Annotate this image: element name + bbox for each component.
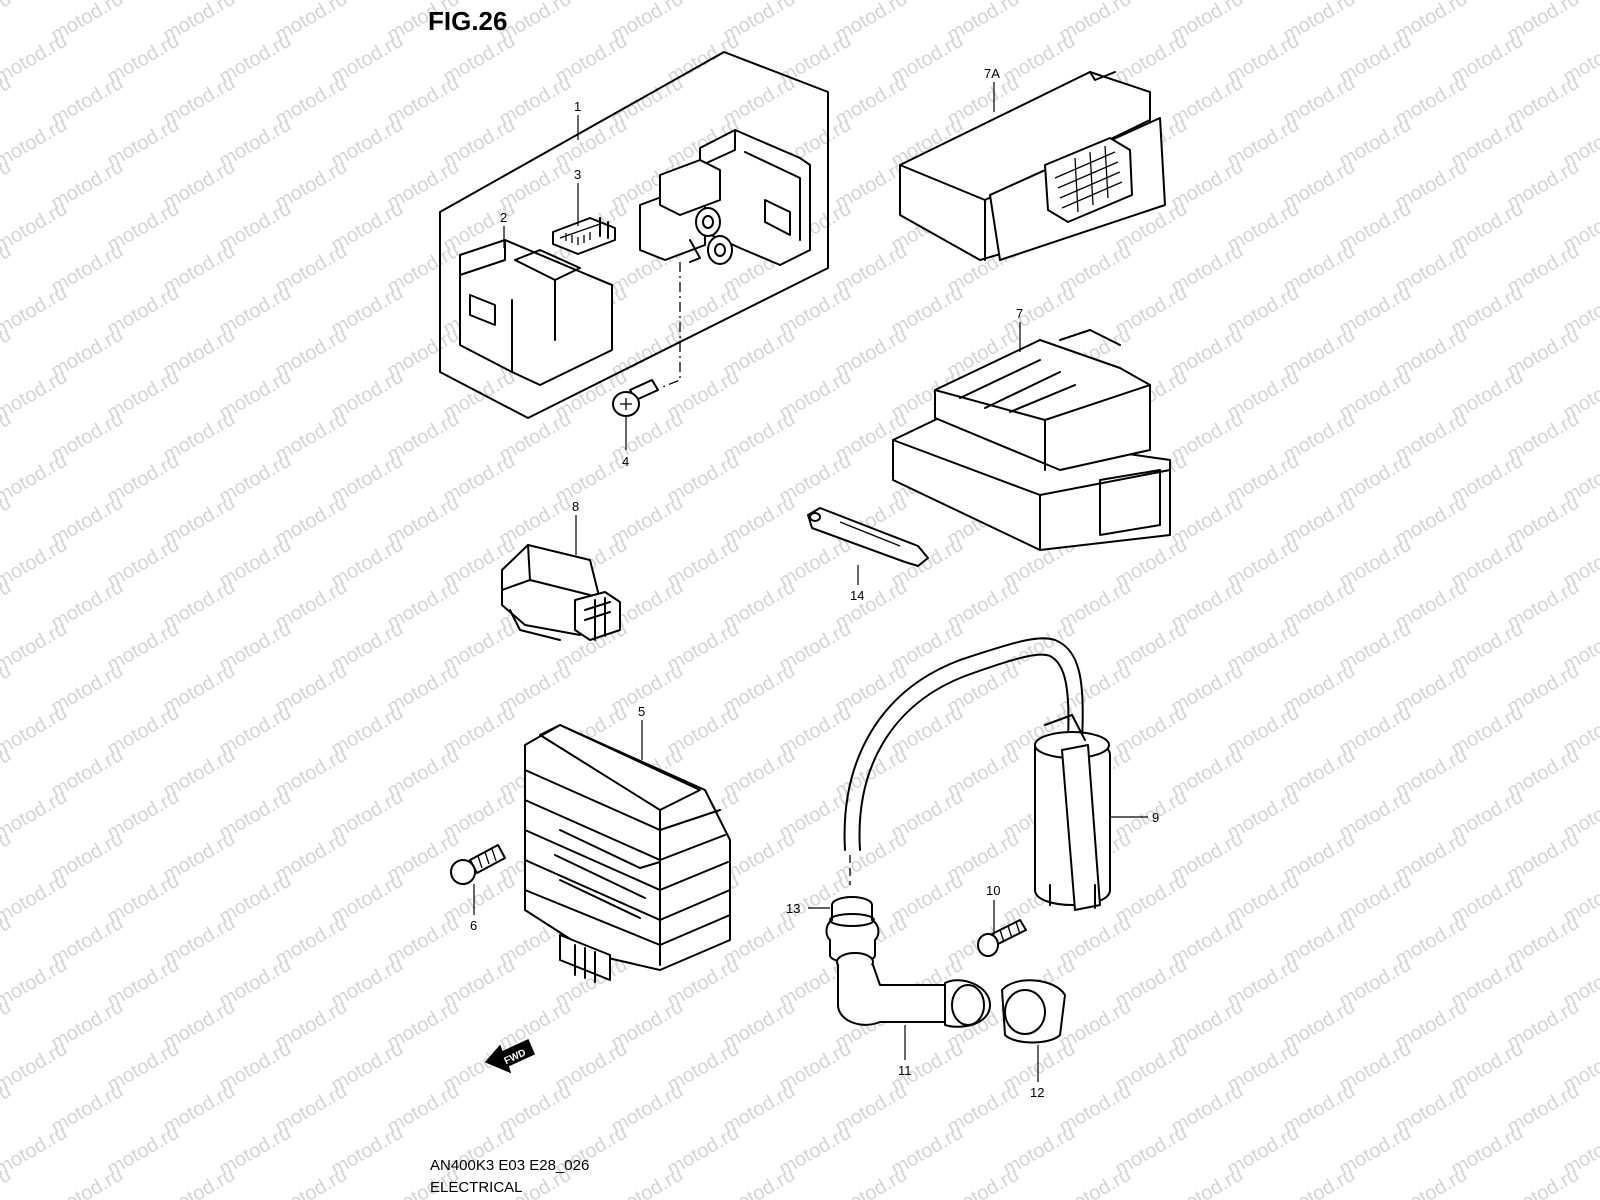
watermark-text: motod.ru bbox=[0, 0, 15, 46]
watermark-text: motod.ru bbox=[0, 450, 71, 509]
starter-relay bbox=[639, 129, 811, 266]
watermark-text: motod.ru bbox=[1168, 1164, 1247, 1200]
label-part-7: 7 bbox=[1016, 306, 1023, 321]
watermark-text: motod.ru bbox=[48, 1164, 127, 1200]
part-8-connector[interactable] bbox=[501, 544, 621, 641]
label-part-10: 10 bbox=[986, 883, 1000, 898]
label-part-14: 14 bbox=[850, 588, 864, 603]
relay-assembly-box bbox=[439, 51, 829, 419]
part-6-bolt[interactable] bbox=[450, 844, 506, 885]
watermark-text: motod.ru bbox=[1280, 1164, 1359, 1200]
label-part-12: 12 bbox=[1030, 1085, 1044, 1100]
part-14-clamp[interactable] bbox=[807, 507, 929, 567]
label-part-5: 5 bbox=[638, 704, 645, 719]
label-part-6: 6 bbox=[470, 918, 477, 933]
part-10-screw[interactable] bbox=[977, 919, 1027, 957]
watermark-text: motod.ru bbox=[0, 702, 71, 761]
watermark-text: motod.ru bbox=[0, 30, 71, 89]
watermark-text: motod.ru bbox=[0, 870, 71, 929]
callout-lines bbox=[473, 82, 1148, 1082]
label-part-13: 13 bbox=[786, 901, 800, 916]
label-part-8: 8 bbox=[572, 499, 579, 514]
watermark-text: motod.ru bbox=[0, 954, 71, 1013]
watermark-text: motod.ru bbox=[0, 366, 71, 425]
label-part-7A: 7A bbox=[984, 66, 1000, 81]
watermark-text: motod.ru bbox=[272, 1164, 351, 1200]
part-7-control-unit[interactable] bbox=[892, 329, 1171, 551]
label-part-1: 1 bbox=[574, 99, 581, 114]
label-part-2: 2 bbox=[500, 210, 507, 225]
watermark-text: motod.ru bbox=[0, 1038, 71, 1097]
label-part-9: 9 bbox=[1152, 810, 1159, 825]
watermark-text: motod.ru bbox=[1504, 1164, 1583, 1200]
part-12-plug-cover[interactable] bbox=[1001, 979, 1066, 1044]
label-part-4: 4 bbox=[622, 454, 629, 469]
watermark-text: motod.ru bbox=[0, 618, 71, 677]
part-13-grommet[interactable] bbox=[825, 896, 880, 964]
figure-title: FIG.26 bbox=[428, 6, 507, 36]
watermark-text: motod.ru bbox=[0, 1122, 71, 1181]
label-part-11: 11 bbox=[898, 1063, 912, 1078]
watermark-text: motod.ru bbox=[0, 198, 71, 257]
part-5-regulator-rectifier[interactable] bbox=[524, 724, 731, 983]
watermark-text: motod.ru bbox=[1392, 1164, 1471, 1200]
diagram-code: AN400K3 E03 E28_026 bbox=[430, 1157, 589, 1174]
part-11-spark-plug-cap[interactable] bbox=[836, 952, 991, 1028]
part-7A-ecm[interactable] bbox=[899, 71, 1166, 261]
watermark-text: motod.ru bbox=[0, 534, 71, 593]
watermark-text: motod.ru bbox=[0, 114, 71, 173]
label-part-3: 3 bbox=[574, 167, 581, 182]
part-3-fuse[interactable] bbox=[552, 217, 616, 255]
part-9-ignition-coil[interactable] bbox=[843, 637, 1111, 911]
watermark-text: motod.ru bbox=[0, 282, 71, 341]
part-labels: 1 2 3 4 5 6 7 7A 8 9 10 11 12 13 14 bbox=[470, 66, 1159, 1100]
watermark-text: motod.ru bbox=[160, 1164, 239, 1200]
watermark-text: motod.ru bbox=[1056, 1164, 1135, 1200]
watermark-text: motod.ru bbox=[944, 1164, 1023, 1200]
section-name: ELECTRICAL bbox=[430, 1179, 523, 1196]
part-2-fuse-box-cover[interactable] bbox=[459, 239, 613, 386]
watermark-text: motod.ru bbox=[608, 1164, 687, 1200]
watermark-text: motod.ru bbox=[0, 786, 71, 845]
watermark-text: motod.ru bbox=[720, 1164, 799, 1200]
watermark-text: motod.ru bbox=[832, 1164, 911, 1200]
